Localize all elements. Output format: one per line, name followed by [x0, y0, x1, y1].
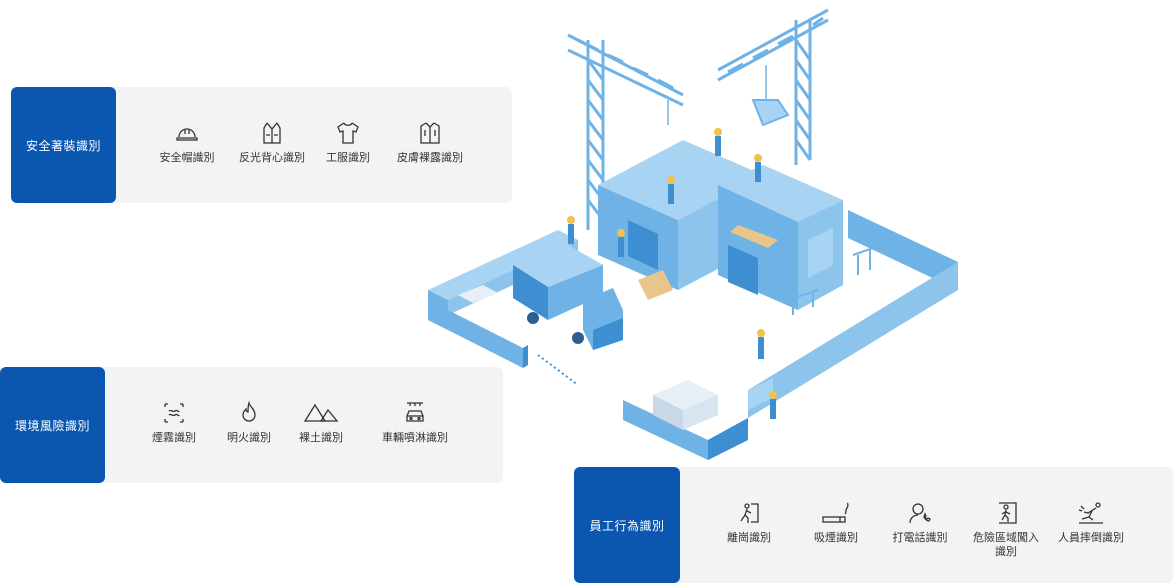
item-label: 裸土識別	[299, 432, 343, 444]
helmet-icon	[176, 128, 198, 141]
env-risk-title: 環境風險識別	[0, 367, 105, 483]
item-label: 明火識別	[227, 432, 271, 444]
item-smoke[interactable]: 煙霧識別	[143, 400, 205, 445]
item-label: 打電話識別	[892, 532, 948, 544]
danger-zone-icon	[999, 502, 1017, 524]
item-label: 煙霧識別	[152, 432, 196, 444]
dump-truck	[513, 245, 623, 350]
item-leave-post[interactable]: 離崗識別	[722, 500, 776, 545]
item-label: 吸煙識別	[814, 532, 858, 544]
item-phone[interactable]: 打電話識別	[888, 500, 952, 545]
safety-wear-title: 安全著裝識別	[11, 87, 116, 203]
staff-behavior-panel: 員工行為識別 離崗識別 吸煙識別 打電話識別 危險區域闖入識別 人員摔倒識別	[574, 467, 1173, 583]
env-risk-panel: 環境風險識別 煙霧識別 明火識別 裸土識別 車輛噴淋識別	[0, 367, 503, 483]
uniform-icon	[337, 122, 359, 144]
construction-site-illustration	[428, 8, 958, 460]
item-label: 離崗識別	[727, 532, 771, 544]
barriers	[537, 247, 874, 386]
safety-wear-items: 安全帽識別 反光背心識別 工服識別 皮膚裸露識別	[112, 87, 512, 203]
phone-call-icon	[909, 503, 931, 524]
material-pallets	[458, 270, 718, 430]
car-wash-icon	[406, 402, 424, 422]
item-label: 反光背心識別	[239, 152, 305, 164]
smoke-icon	[164, 403, 184, 423]
item-danger-zone[interactable]: 危險區域闖入識別	[970, 500, 1042, 559]
item-soil[interactable]: 裸土識別	[291, 400, 351, 445]
item-flame[interactable]: 明火識別	[221, 400, 277, 445]
env-risk-items: 煙霧識別 明火識別 裸土識別 車輛噴淋識別	[101, 367, 503, 483]
fall-icon	[1078, 502, 1103, 524]
cigarette-icon	[822, 502, 849, 523]
item-label: 工服識別	[326, 152, 370, 164]
flame-icon	[242, 400, 256, 422]
crane-right	[717, 8, 829, 165]
item-car-wash[interactable]: 車輛噴淋識別	[373, 400, 457, 445]
item-skin[interactable]: 皮膚裸露識別	[388, 120, 472, 165]
workers	[567, 128, 777, 419]
item-helmet[interactable]: 安全帽識別	[154, 120, 220, 165]
building	[598, 140, 843, 310]
leave-post-icon	[740, 503, 759, 523]
item-vest[interactable]: 反光背心識別	[236, 120, 308, 165]
soil-icon	[303, 403, 339, 422]
item-label: 危險區域闖入識別	[973, 532, 1039, 558]
safety-wear-panel: 安全著裝識別 安全帽識別 反光背心識別 工服識別 皮膚裸露識別	[11, 87, 512, 203]
item-uniform[interactable]: 工服識別	[320, 120, 376, 165]
item-label: 皮膚裸露識別	[397, 152, 463, 164]
item-smoking[interactable]: 吸煙識別	[810, 500, 862, 545]
item-label: 安全帽識別	[159, 152, 215, 164]
staff-behavior-title: 員工行為識別	[574, 467, 680, 583]
item-label: 人員摔倒識別	[1058, 532, 1124, 544]
item-fall[interactable]: 人員摔倒識別	[1052, 500, 1130, 545]
vest-icon	[263, 122, 281, 144]
jacket-icon	[420, 122, 440, 144]
staff-behavior-items: 離崗識別 吸煙識別 打電話識別 危險區域闖入識別 人員摔倒識別	[676, 467, 1173, 583]
item-label: 車輛噴淋識別	[382, 432, 448, 444]
